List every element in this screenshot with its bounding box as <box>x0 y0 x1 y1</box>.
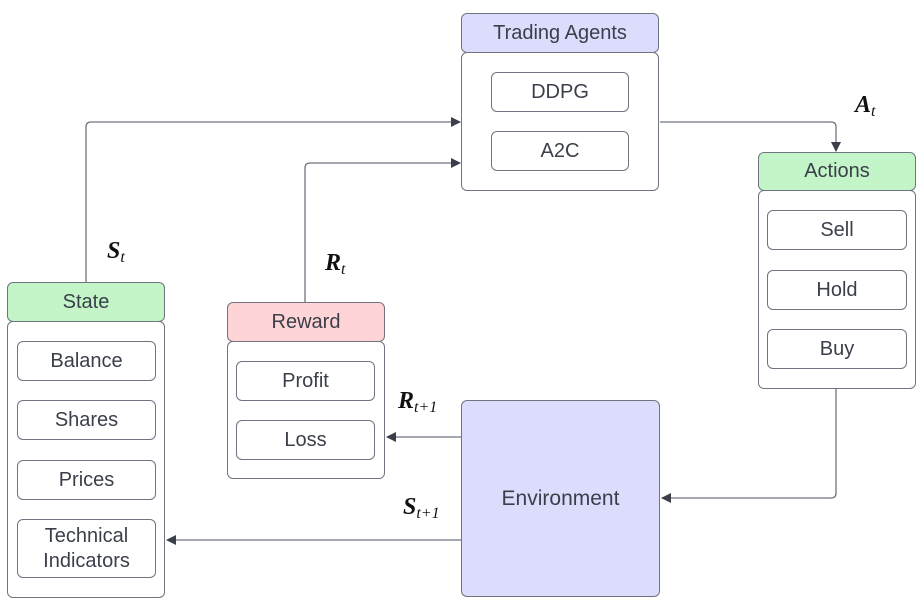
action-item-hold: Hold <box>767 270 907 310</box>
state-header: State <box>7 282 165 322</box>
arrow-state-to-agents <box>85 117 461 282</box>
label-next-state-base: S <box>403 494 417 520</box>
reward-item-profit: Profit <box>236 361 375 401</box>
label-reward: Rt <box>325 250 345 279</box>
action-item-sell: Sell <box>767 210 907 250</box>
reward-item-loss: Loss <box>236 420 375 460</box>
label-next-reward-sub: t+1 <box>414 399 438 416</box>
state-item-balance: Balance <box>17 341 156 381</box>
arrow-reward-to-agents <box>304 158 461 302</box>
label-action-base: A <box>855 92 872 118</box>
action-item-buy: Buy <box>767 329 907 369</box>
state-item-technical-indicators: Technical Indicators <box>17 519 156 578</box>
label-next-reward-base: R <box>398 388 415 414</box>
label-action-sub: t <box>871 103 876 120</box>
label-state-sub: t <box>120 249 125 266</box>
reward-header: Reward <box>227 302 385 342</box>
arrow-actions-to-environment <box>661 389 837 503</box>
state-item-prices: Prices <box>17 460 156 500</box>
label-next-state: St+1 <box>403 494 440 523</box>
label-reward-sub: t <box>341 261 346 278</box>
state-item-shares: Shares <box>17 400 156 440</box>
label-state-base: S <box>107 238 121 264</box>
label-action: At <box>855 92 875 121</box>
label-reward-base: R <box>325 250 342 276</box>
agent-item-ddpg: DDPG <box>491 72 629 112</box>
environment-block: Environment <box>461 400 660 597</box>
label-next-state-sub: t+1 <box>416 505 440 522</box>
arrow-agents-to-actions <box>660 121 841 152</box>
actions-header: Actions <box>758 152 916 191</box>
agent-item-a2c: A2C <box>491 131 629 171</box>
trading-agents-header: Trading Agents <box>461 13 659 53</box>
label-next-reward: Rt+1 <box>398 388 437 417</box>
label-state: St <box>107 238 125 267</box>
